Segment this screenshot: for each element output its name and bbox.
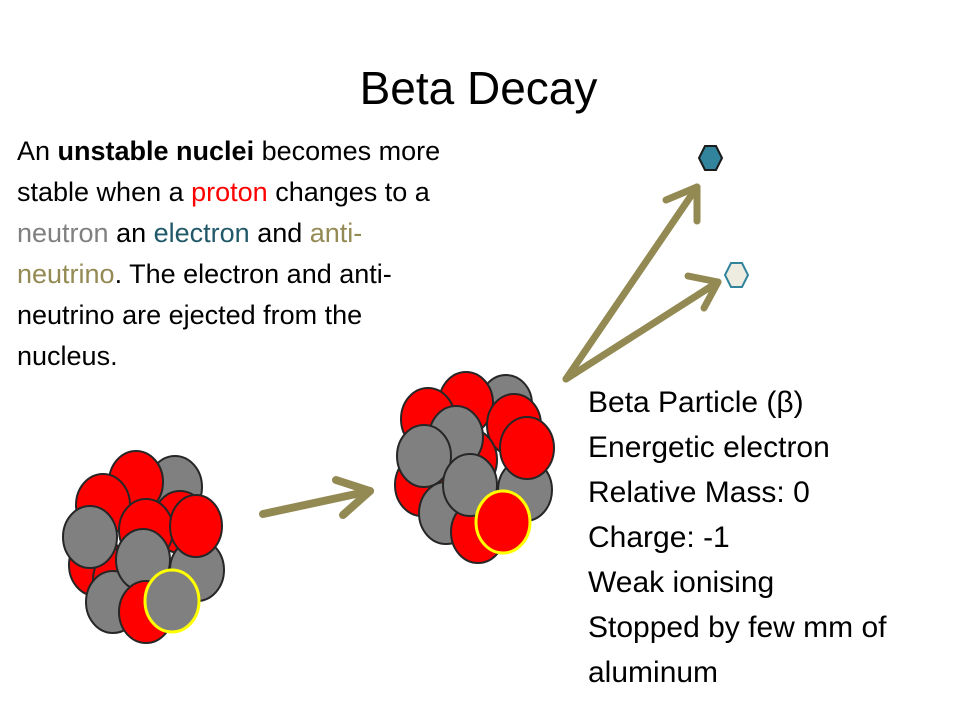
fact-beta-particle: Beta Particle (β) xyxy=(588,386,804,419)
after-changing-particle xyxy=(474,489,532,555)
nucleus-before-decay xyxy=(62,450,225,644)
electron-emission-arrow xyxy=(562,183,701,383)
intro-proton: proton xyxy=(191,177,268,207)
intro-text: and xyxy=(249,218,310,248)
electron-particle-icon xyxy=(697,145,724,171)
intro-paragraph: An unstable nuclei becomes more stable w… xyxy=(17,131,457,377)
intro-antineutrino: anti-neutrino xyxy=(17,218,363,289)
nucleus-after-decay xyxy=(394,371,555,564)
before-proton xyxy=(169,494,223,558)
antineutrino-emission-arrow xyxy=(562,272,722,383)
transition-arrow xyxy=(259,476,374,519)
before-changing-particle xyxy=(143,568,201,634)
after-neutron xyxy=(396,424,452,488)
fact-identity: Energetic electron xyxy=(588,431,830,464)
before-neutron xyxy=(62,505,118,569)
slide-title: Beta Decay xyxy=(359,62,598,114)
intro-neutron: neutron xyxy=(17,218,109,248)
intro-electron: electron xyxy=(153,218,250,248)
intro-text: becomes more stable when a xyxy=(17,136,441,207)
antineutrino-particle-icon xyxy=(723,262,750,288)
intro-text: An xyxy=(17,136,58,166)
fact-charge: Charge: -1 xyxy=(588,521,730,554)
intro-text: . The electron and anti-neutrino are eje… xyxy=(17,259,392,371)
after-proton xyxy=(499,416,555,480)
beta-particle-facts: Beta Particle (β) Energetic electron Rel… xyxy=(588,380,948,695)
fact-stopped-by: Stopped by few mm of aluminum xyxy=(588,611,887,689)
fact-relative-mass: Relative Mass: 0 xyxy=(588,476,810,509)
intro-text: changes to a xyxy=(267,177,430,207)
intro-bold: unstable nuclei xyxy=(57,136,255,166)
fact-ionising: Weak ionising xyxy=(588,566,775,599)
intro-text: an xyxy=(108,218,154,248)
